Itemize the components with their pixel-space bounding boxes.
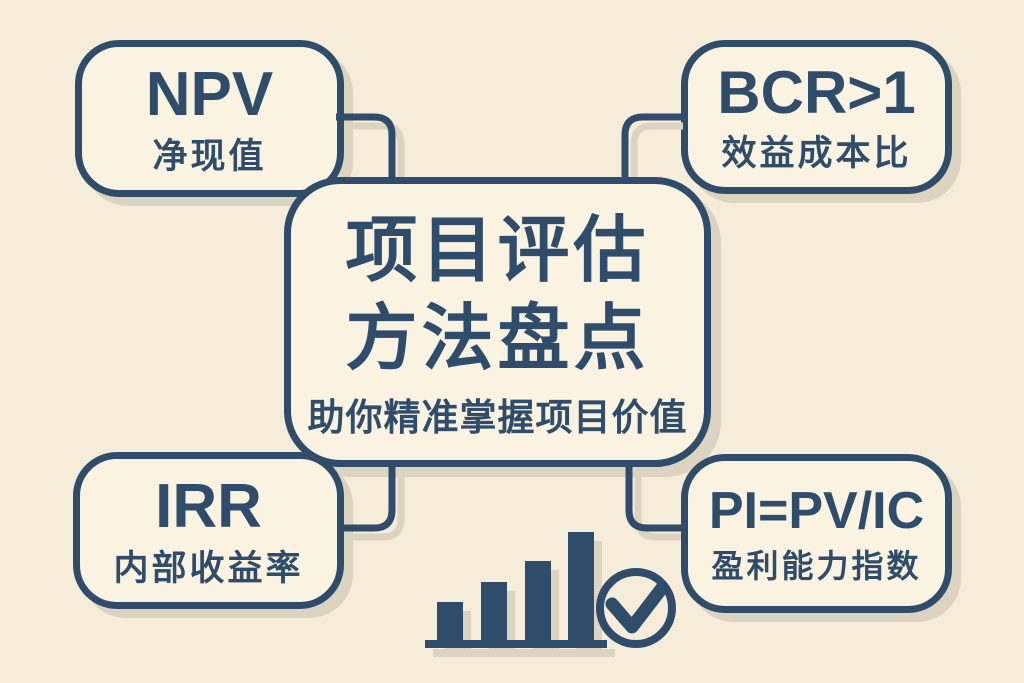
center-subtitle: 助你精准掌握项目价值	[307, 397, 688, 439]
check-circle-icon	[596, 568, 676, 648]
center-card: 项目评估 方法盘点 助你精准掌握项目价值	[284, 177, 711, 467]
bcr-label: 效益成本比	[721, 134, 912, 173]
irr-label: 内部收益率	[113, 548, 304, 588]
center-title-line2: 方法盘点	[345, 298, 650, 379]
connector-top-right	[621, 113, 688, 186]
bar-chart-icon	[425, 532, 615, 657]
pi-label: 盈利能力指数	[711, 548, 922, 584]
pi-card: PI=PV/IC 盈利能力指数	[681, 454, 952, 613]
center-title-line1: 项目评估	[345, 210, 650, 291]
bcr-card: BCR>1 效益成本比	[681, 40, 952, 194]
irr-card: IRR 内部收益率	[73, 452, 344, 609]
npv-label: 净现值	[152, 136, 267, 176]
pi-abbr: PI=PV/IC	[708, 482, 925, 540]
irr-abbr: IRR	[155, 471, 262, 541]
npv-card: NPV 净现值	[75, 40, 344, 197]
bcr-abbr: BCR>1	[717, 59, 916, 126]
npv-abbr: NPV	[145, 59, 274, 129]
connector-top-left	[336, 113, 396, 186]
